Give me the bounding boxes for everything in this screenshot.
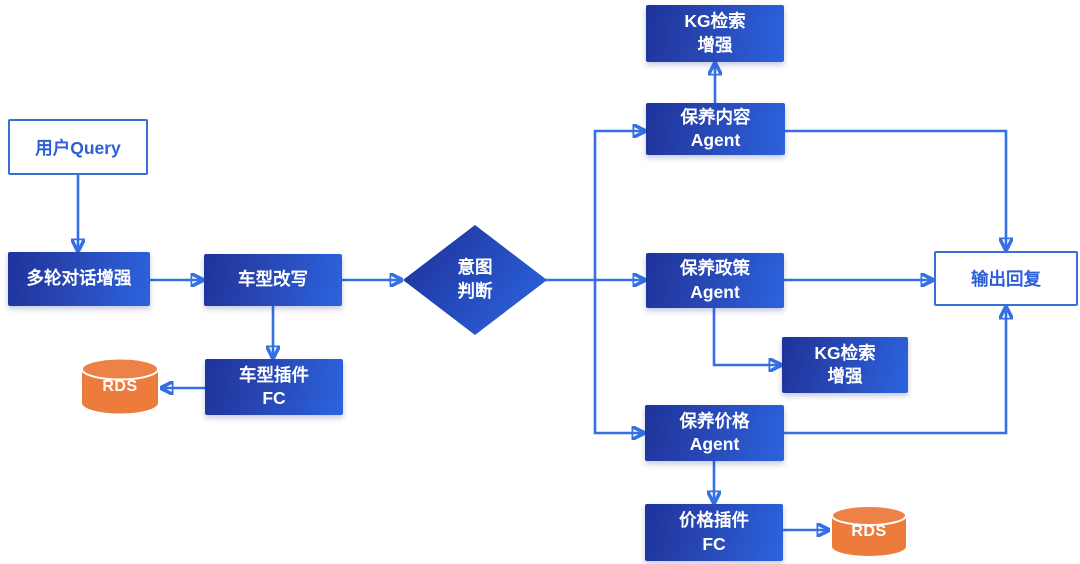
node-user-query-label: 用户Query xyxy=(35,137,121,158)
node-model-rewrite-label: 车型改写 xyxy=(238,269,308,290)
kg-mid-line2: 增强 xyxy=(827,366,863,386)
node-model-plugin-fc: 车型插件 FC xyxy=(205,359,343,415)
price-agent-line1: 保养价格 xyxy=(679,410,750,431)
policy-agent-line2: Agent xyxy=(690,281,740,302)
node-intent-judge xyxy=(403,225,547,335)
price-plugin-fc-line1: 价格插件 xyxy=(679,510,749,531)
node-output-reply: 输出回复 xyxy=(934,251,1078,306)
model-plugin-fc-line2: FC xyxy=(262,388,286,408)
node-multi-turn-enhance-label: 多轮对话增强 xyxy=(26,268,132,289)
node-user-query: 用户Query xyxy=(8,119,148,175)
node-rds-left: RDS xyxy=(80,356,160,416)
edge-price-agent-to-output xyxy=(784,308,1006,435)
intent-diamond-shape xyxy=(403,225,547,335)
content-agent-line1: 保养内容 xyxy=(680,106,751,127)
edge-content-agent-to-output xyxy=(785,129,1006,249)
node-content-agent: 保养内容 Agent xyxy=(646,103,785,155)
content-agent-line2: Agent xyxy=(690,130,741,150)
intent-line1: 意图 xyxy=(457,257,493,278)
rds-right-cylinder-icon xyxy=(831,505,907,556)
node-price-plugin-fc: 价格插件 FC xyxy=(645,504,783,561)
node-price-agent: 保养价格 Agent xyxy=(645,405,784,461)
edge-policy-agent-to-kg-mid xyxy=(712,308,780,365)
node-rds-right: RDS xyxy=(830,504,908,558)
node-multi-turn-enhance: 多轮对话增强 xyxy=(8,252,150,306)
node-kg-retrieval-mid: KG检索 增强 xyxy=(782,337,908,393)
price-agent-line2: Agent xyxy=(689,434,740,454)
kg-top-line2: 增强 xyxy=(697,34,733,55)
node-rds-left-label: RDS xyxy=(102,378,138,396)
kg-mid-line1: KG检索 xyxy=(814,342,876,363)
node-output-reply-label: 输出回复 xyxy=(971,269,1041,289)
policy-agent-line1: 保养政策 xyxy=(680,258,750,279)
rds-left-cylinder-icon xyxy=(81,357,159,414)
model-plugin-fc-line1: 车型插件 xyxy=(239,364,309,385)
node-model-rewrite: 车型改写 xyxy=(204,254,342,306)
node-rds-right-label: RDS xyxy=(851,523,887,541)
price-plugin-fc-line2: FC xyxy=(702,533,726,554)
node-kg-retrieval-top: KG检索 增强 xyxy=(646,5,784,62)
node-intent-judge-label: 意图 判断 xyxy=(400,222,550,338)
edge-intent-to-content-agent xyxy=(593,131,644,280)
kg-top-line1: KG检索 xyxy=(684,11,746,32)
edge-intent-to-price-agent xyxy=(593,280,643,433)
node-policy-agent: 保养政策 Agent xyxy=(646,253,784,308)
intent-line2: 判断 xyxy=(457,281,493,301)
